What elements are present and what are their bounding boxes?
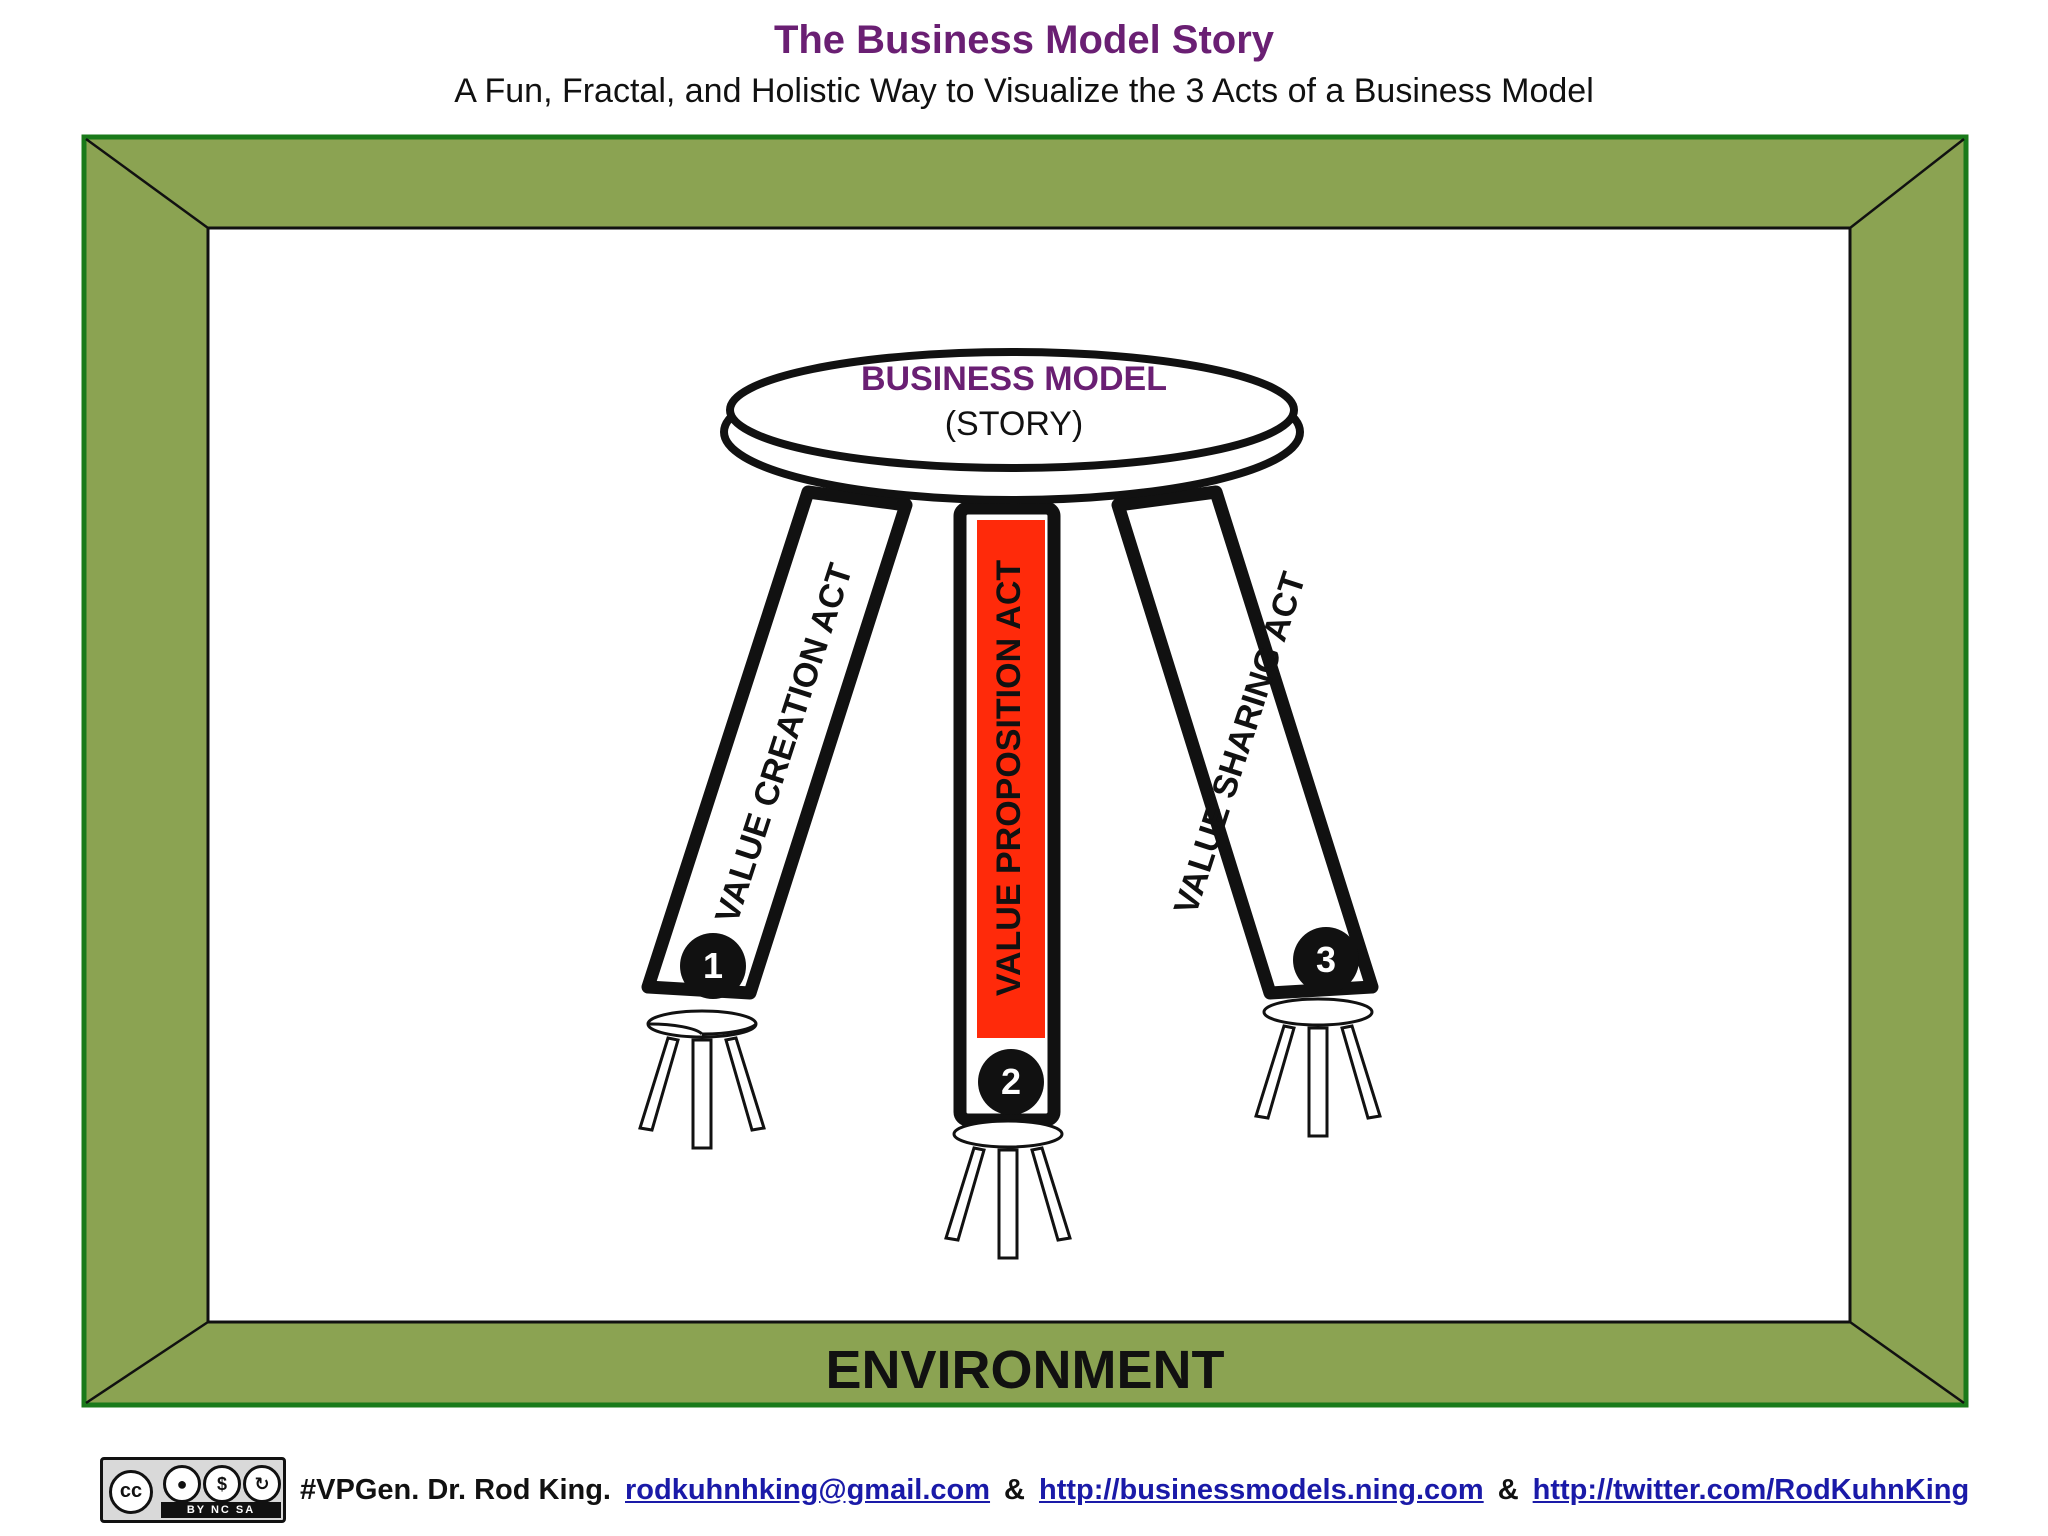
page-subtitle: A Fun, Fractal, and Holistic Way to Visu… [454, 72, 1594, 110]
footer: cc ● $ ↻ BY NC SA #VPGen. Dr. Rod King. … [100, 1452, 2040, 1528]
mini-stool-seat [952, 1119, 1064, 1149]
leg-value-proposition: VALUE PROPOSITION ACT 2 [953, 501, 1061, 1127]
page-title: The Business Model Story [773, 18, 1275, 62]
frame-corner-line [85, 137, 209, 230]
act-number-badge [680, 933, 746, 999]
mini-stool-leg [997, 1148, 1019, 1260]
mini-stool-leg [724, 1036, 766, 1132]
environment-label: ENVIRONMENT [825, 1340, 1224, 1400]
mini-stool-leg [1307, 1026, 1329, 1138]
ning-link[interactable]: http://businessmodels.ning.com [1038, 1473, 1484, 1506]
act-number: 2 [1001, 1061, 1021, 1102]
seat-subtitle: (STORY) [945, 405, 1084, 443]
mini-stool-1 [638, 1009, 766, 1150]
stool-legs: VALUE CREATION ACT 1 VALUE PROPOSITION A… [641, 485, 1379, 1127]
twitter-link[interactable]: http://twitter.com/RodKuhnKing [1532, 1473, 1970, 1506]
cc-license-badge[interactable]: cc ● $ ↻ BY NC SA [100, 1457, 286, 1523]
leg-value-sharing: VALUE SHARING ACT 3 [1111, 485, 1379, 1000]
footer-separator: & [1004, 1473, 1025, 1506]
frame-corner-line [1849, 138, 1965, 229]
stool-seat: BUSINESS MODEL (STORY) [720, 348, 1304, 504]
cc-icon: cc [109, 1470, 153, 1514]
mini-stool-rim [647, 1022, 758, 1036]
mini-stool-2 [944, 1119, 1072, 1260]
footer-separator: & [1497, 1473, 1519, 1506]
leg-label: VALUE PROPOSITION ACT [990, 560, 1028, 997]
mini-stool-leg [944, 1146, 986, 1242]
leg-body [641, 485, 913, 1000]
mini-stool-seat [1262, 997, 1374, 1027]
mini-stool-3 [1254, 997, 1382, 1138]
mini-stool-leg [691, 1038, 713, 1150]
act-number-badge [978, 1049, 1044, 1115]
cc-caption: BY NC SA [161, 1502, 281, 1518]
seat-top [726, 348, 1298, 472]
leg-body [1111, 485, 1379, 1000]
act-number: 1 [703, 945, 723, 986]
act-number-badge [1293, 927, 1359, 993]
nc-icon: $ [203, 1465, 241, 1503]
email-link[interactable]: rodkuhnhking@gmail.com [625, 1473, 991, 1506]
footer-credit: #VPGen. Dr. Rod King. [300, 1473, 611, 1506]
by-icon: ● [163, 1465, 201, 1503]
frame-corner-line [1849, 1320, 1965, 1405]
seat-title: BUSINESS MODEL [861, 360, 1167, 398]
mini-stool-leg [638, 1036, 680, 1132]
act-number: 3 [1316, 939, 1336, 980]
mini-stool-leg [1340, 1024, 1382, 1120]
mini-stool-leg [1030, 1146, 1072, 1242]
mini-stool-leg [1254, 1024, 1296, 1120]
highlight-bar [977, 520, 1045, 1038]
frame-corner-line [85, 1320, 209, 1405]
sa-icon: ↻ [243, 1465, 281, 1503]
